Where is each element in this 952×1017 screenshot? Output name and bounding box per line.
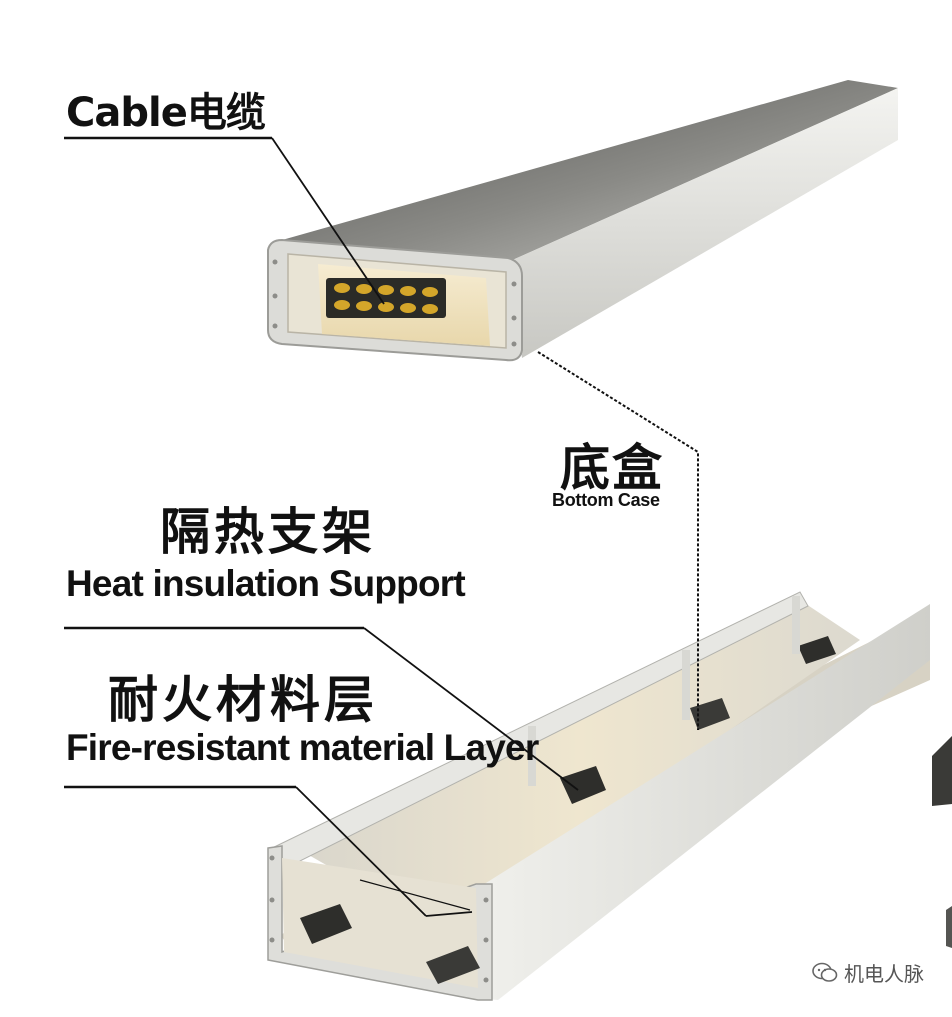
tray-inner-channel [300,600,860,930]
screw [511,341,517,347]
conductor [400,303,416,313]
bottom-case-label-cn: 底盒 [560,439,664,497]
fire-layer-inner-stroke [359,879,471,911]
screw [272,293,278,299]
conductor-pack [326,278,446,318]
heat-support-leader [363,627,579,791]
bottom-case [267,591,930,1001]
wechat-icon [812,962,838,982]
watermark-text: 机电人脉 [844,962,924,986]
screw [483,937,489,943]
conductor [334,283,350,293]
fire-layer-leader-tail [425,911,473,917]
conductor [422,287,438,297]
screw [272,323,278,329]
support-bracket [300,904,352,944]
bottom-case-leader [537,351,699,730]
conductor [334,300,350,310]
adjacent-section [932,736,952,948]
conductor [378,302,394,312]
cable-housing [267,80,898,362]
housing-side-face [508,88,898,358]
screw [269,855,275,861]
conductor [356,284,372,294]
conductor [356,301,372,311]
heat-insulation-supports [300,596,836,984]
housing-top-face [275,80,898,262]
support-bracket [690,698,730,730]
heat-support-label-cn: 隔热支架 [160,503,376,561]
conductor [378,285,394,295]
conductor [400,286,416,296]
conductor [422,304,438,314]
fire-layer-leader [295,786,427,917]
screw [511,281,517,287]
tray-front-wall [478,604,930,1000]
screw [269,897,275,903]
leader-lines [64,136,699,917]
cable-label: Cable电缆 [66,90,266,136]
support-bracket [560,766,606,804]
fire-layer-label-en: Fire-resistant material Layer [66,727,539,768]
support-post [792,596,800,654]
screw [483,977,489,983]
heat-support-label-en: Heat insulation Support [66,563,466,604]
support-bracket [426,946,480,984]
tray-end-opening [282,858,478,988]
screw [483,897,489,903]
screw [272,259,278,265]
support-post [682,650,690,720]
cable-leader [271,137,385,305]
support-bracket [798,636,836,664]
screw [511,315,517,321]
watermark: 机电人脉 [812,958,924,987]
fire-layer-label-cn: 耐火材料层 [108,671,378,729]
screw [269,937,275,943]
bottom-case-label-en: Bottom Case [552,490,660,510]
